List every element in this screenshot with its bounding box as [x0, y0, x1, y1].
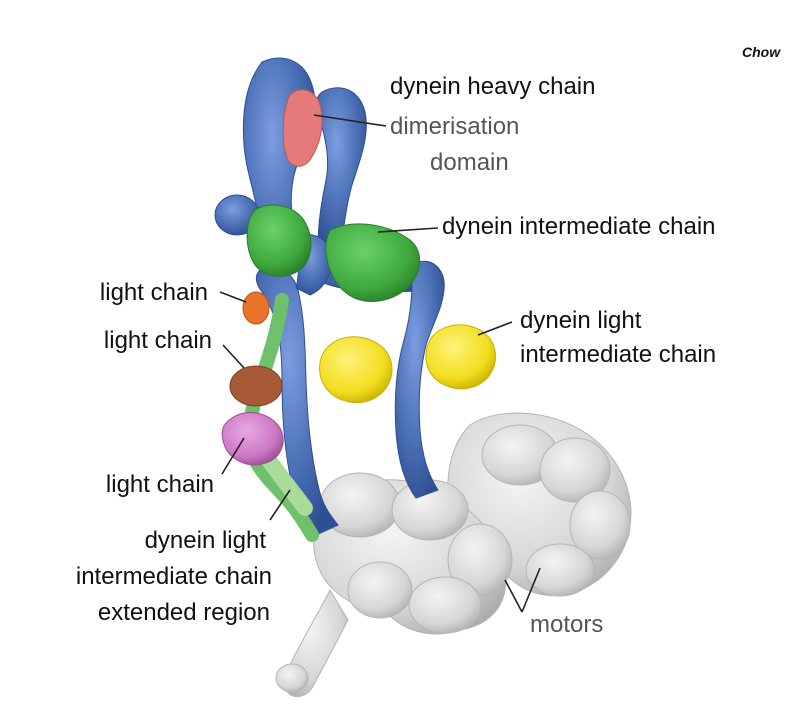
light-chain-shapes: [221, 291, 284, 466]
corner-citation-text: Chow: [742, 44, 781, 60]
dimerisation-domain-shape: [282, 89, 323, 167]
intermediate-chain-shapes: [246, 204, 421, 302]
label-dynein-intermediate-chain: dynein intermediate chain: [442, 213, 716, 240]
label-extended-region-line3: extended region: [97, 599, 270, 626]
label-extended-region-line1: dynein light: [144, 527, 266, 554]
label-dimerisation: dimerisation: [390, 113, 520, 140]
leader-lines: [219, 114, 541, 613]
motor-domains: [275, 412, 632, 697]
label-light-chain-bottom: light chain: [105, 471, 214, 498]
label-dynein-heavy-chain: dynein heavy chain: [390, 73, 596, 100]
label-light-chain-top: light chain: [99, 279, 208, 306]
label-light-chain-middle: light chain: [103, 327, 212, 354]
label-dynein-light-intermediate-chain-line2: intermediate chain: [520, 341, 717, 368]
light-intermediate-chain-shapes: [319, 324, 496, 403]
label-motors: motors: [530, 611, 604, 638]
label-extended-region-line2: intermediate chain: [75, 563, 272, 590]
label-dynein-light-intermediate-chain-line1: dynein light: [520, 307, 642, 334]
label-domain: domain: [430, 149, 509, 176]
